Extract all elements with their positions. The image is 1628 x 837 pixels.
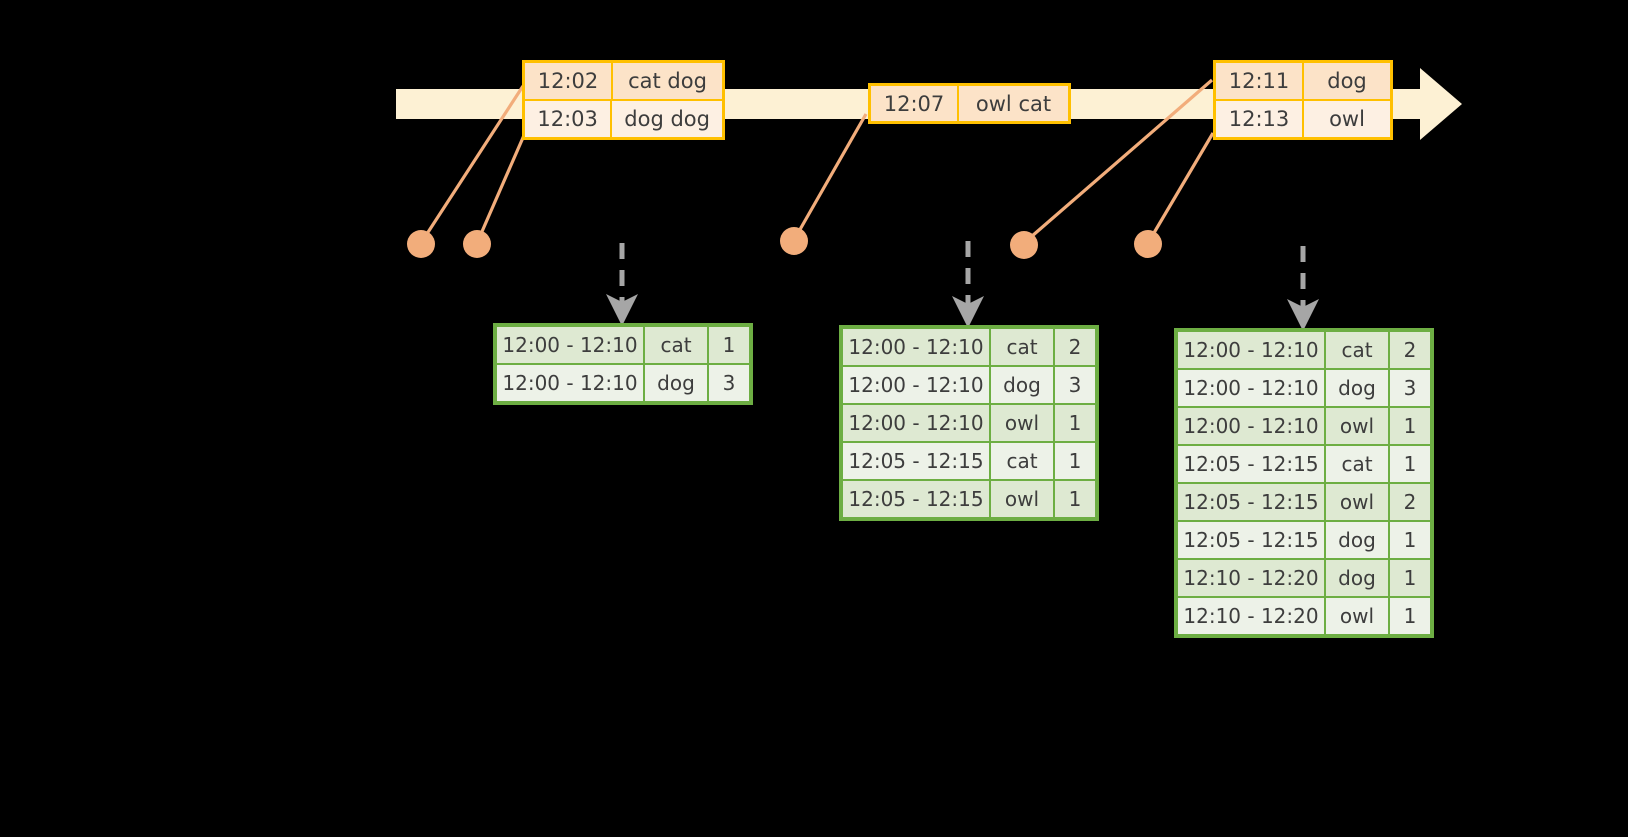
window-cell: 12:00 - 12:10 xyxy=(843,367,989,403)
count-cell: 2 xyxy=(1390,484,1430,520)
count-cell: 1 xyxy=(1390,522,1430,558)
key-cell: owl xyxy=(1326,598,1388,634)
event-time: 12:07 xyxy=(871,86,959,121)
event-time: 12:02 xyxy=(525,63,613,99)
window-cell: 12:00 - 12:10 xyxy=(497,365,643,401)
event-message: owl xyxy=(1329,107,1365,131)
event-time: 12:11 xyxy=(1216,63,1304,99)
count-cell: 3 xyxy=(709,365,749,401)
window-cell: 12:10 - 12:20 xyxy=(1178,598,1324,634)
count-cell: 1 xyxy=(709,327,749,363)
connector-dot-1 xyxy=(407,230,435,258)
key-cell: dog xyxy=(645,365,707,401)
event-box-2[interactable]: 12:07 owl cat xyxy=(868,83,1071,124)
count-cell: 1 xyxy=(1390,598,1430,634)
count-cell: 1 xyxy=(1390,446,1430,482)
window-cell: 12:05 - 12:15 xyxy=(1178,446,1324,482)
window-cell: 12:00 - 12:10 xyxy=(497,327,643,363)
event-message: dog dog xyxy=(624,107,710,131)
count-cell: 3 xyxy=(1390,370,1430,406)
event-row[interactable]: 12:07 owl cat xyxy=(871,86,1068,121)
connector-dot-2 xyxy=(463,230,491,258)
key-cell: dog xyxy=(1326,560,1388,596)
connector-dot-3 xyxy=(780,227,808,255)
event-time: 12:13 xyxy=(1216,101,1304,137)
key-cell: owl xyxy=(991,481,1053,517)
event-box-3[interactable]: 12:11 dog 12:13 owl xyxy=(1213,60,1393,140)
key-cell: owl xyxy=(991,405,1053,441)
window-cell: 12:00 - 12:10 xyxy=(1178,332,1324,368)
window-cell: 12:05 - 12:15 xyxy=(1178,484,1324,520)
window-cell: 12:05 - 12:15 xyxy=(843,443,989,479)
event-message: owl cat xyxy=(975,91,1052,116)
key-cell: owl xyxy=(1326,484,1388,520)
count-cell: 3 xyxy=(1055,367,1095,403)
window-cell: 12:00 - 12:10 xyxy=(1178,408,1324,444)
window-cell: 12:00 - 12:10 xyxy=(843,405,989,441)
key-cell: cat xyxy=(645,327,707,363)
connector-dots xyxy=(407,227,1162,259)
window-cell: 12:05 - 12:15 xyxy=(1178,522,1324,558)
event-row[interactable]: 12:11 dog xyxy=(1216,63,1390,99)
key-cell: dog xyxy=(991,367,1053,403)
window-cell: 12:00 - 12:10 xyxy=(1178,370,1324,406)
event-row[interactable]: 12:13 owl xyxy=(1216,99,1390,137)
event-row[interactable]: 12:02 cat dog xyxy=(525,63,722,99)
window-cell: 12:10 - 12:20 xyxy=(1178,560,1324,596)
connector-dot-5 xyxy=(1134,230,1162,258)
key-cell: cat xyxy=(991,329,1053,365)
window-cell: 12:00 - 12:10 xyxy=(843,329,989,365)
count-cell: 1 xyxy=(1055,443,1095,479)
dashed-arrows xyxy=(606,241,1320,331)
event-message: cat dog xyxy=(628,69,707,93)
key-cell: owl xyxy=(1326,408,1388,444)
event-row[interactable]: 12:03 dog dog xyxy=(525,99,722,137)
key-cell: cat xyxy=(991,443,1053,479)
count-cell: 2 xyxy=(1055,329,1095,365)
event-box-1[interactable]: 12:02 cat dog 12:03 dog dog xyxy=(522,60,725,140)
count-cell: 1 xyxy=(1390,560,1430,596)
count-cell: 1 xyxy=(1390,408,1430,444)
key-cell: dog xyxy=(1326,370,1388,406)
key-cell: dog xyxy=(1326,522,1388,558)
count-cell: 1 xyxy=(1055,481,1095,517)
event-time: 12:03 xyxy=(525,101,613,137)
key-cell: cat xyxy=(1326,446,1388,482)
window-cell: 12:05 - 12:15 xyxy=(843,481,989,517)
count-cell: 2 xyxy=(1390,332,1430,368)
connector-dot-4 xyxy=(1010,231,1038,259)
event-message: dog xyxy=(1327,69,1367,93)
count-cell: 1 xyxy=(1055,405,1095,441)
key-cell: cat xyxy=(1326,332,1388,368)
